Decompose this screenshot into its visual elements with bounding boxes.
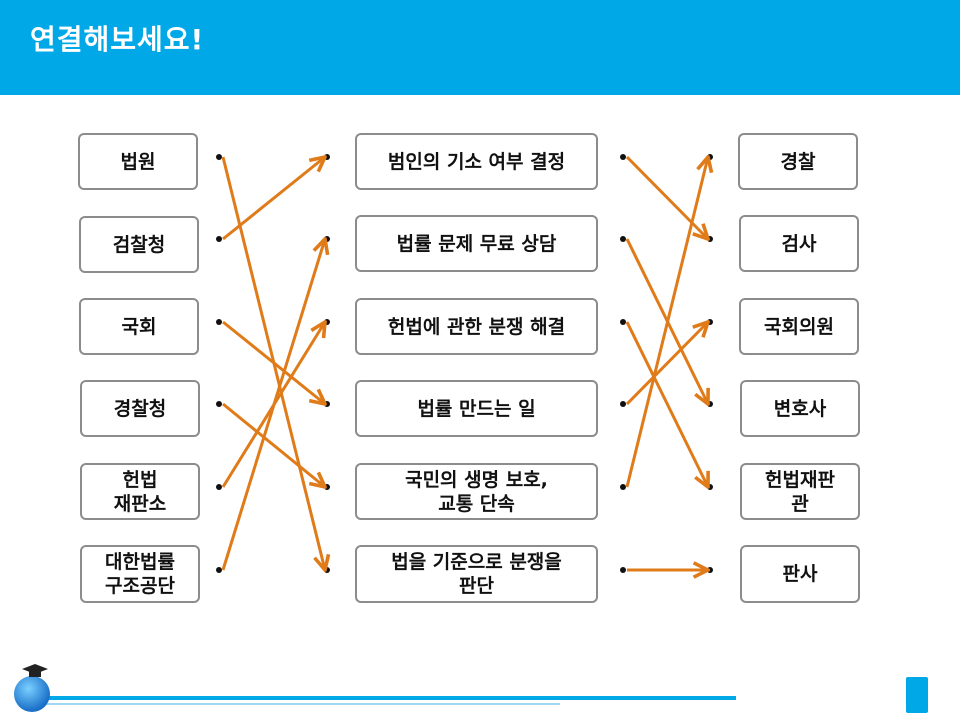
left-box-prosecutors-office[interactable]: 검찰청 [79, 216, 199, 273]
left-dot[interactable] [216, 319, 222, 325]
right-dot[interactable] [707, 567, 713, 573]
middle-to-right-arrow [625, 157, 708, 488]
footer-line [40, 696, 736, 700]
middle-box-indictment[interactable]: 범인의 기소 여부 결정 [355, 133, 598, 190]
right-box-police[interactable]: 경찰 [738, 133, 858, 190]
middle-box-constitution-dispute[interactable]: 헌법에 관한 분쟁 해결 [355, 298, 598, 355]
middle-box-protect-citizens[interactable]: 국민의 생명 보호, 교통 단속 [355, 463, 598, 520]
middle-right-dot[interactable] [620, 236, 626, 242]
right-box-prosecutor[interactable]: 검사 [739, 215, 859, 272]
middle-box-free-consult[interactable]: 법률 문제 무료 상담 [355, 215, 598, 272]
left-box-police-agency[interactable]: 경찰청 [80, 380, 200, 437]
left-dot[interactable] [216, 236, 222, 242]
right-box-judge[interactable]: 판사 [740, 545, 860, 603]
right-dot[interactable] [707, 401, 713, 407]
middle-right-dot[interactable] [620, 567, 626, 573]
graduation-cap-icon [22, 664, 48, 677]
right-dot[interactable] [707, 484, 713, 490]
globe-icon [14, 676, 50, 712]
right-box-constitutional-judge[interactable]: 헌법재판 관 [740, 463, 860, 520]
left-dot[interactable] [216, 401, 222, 407]
middle-to-right-arrow [625, 155, 708, 239]
page-indicator [906, 677, 928, 713]
left-box-court[interactable]: 법원 [78, 133, 198, 190]
middle-box-judge-disputes[interactable]: 법을 기준으로 분쟁을 판단 [355, 545, 598, 603]
footer-line-light [40, 703, 560, 705]
middle-right-dot[interactable] [620, 484, 626, 490]
left-to-middle-arrow [221, 239, 325, 571]
left-dot[interactable] [216, 567, 222, 573]
left-box-national-assembly[interactable]: 국회 [79, 298, 199, 355]
left-box-constitutional-court[interactable]: 헌법 재판소 [80, 463, 200, 520]
page-title: 연결해보세요! [30, 23, 205, 56]
middle-to-right-arrow [625, 322, 708, 406]
middle-box-make-laws[interactable]: 법률 만드는 일 [355, 380, 598, 437]
middle-to-right-arrow [625, 321, 708, 487]
right-box-lawyer[interactable]: 변호사 [740, 380, 860, 437]
left-box-legal-aid-corp[interactable]: 대한법률 구조공단 [80, 545, 200, 603]
middle-right-dot[interactable] [620, 319, 626, 325]
left-to-middle-arrow [222, 157, 325, 241]
middle-right-dot[interactable] [620, 154, 626, 160]
right-box-lawmaker[interactable]: 국회의원 [739, 298, 859, 355]
left-to-middle-arrow [222, 320, 325, 404]
left-to-middle-arrow [222, 402, 325, 487]
header-bar [0, 0, 960, 95]
left-dot[interactable] [216, 154, 222, 160]
left-dot[interactable] [216, 484, 222, 490]
middle-right-dot[interactable] [620, 401, 626, 407]
